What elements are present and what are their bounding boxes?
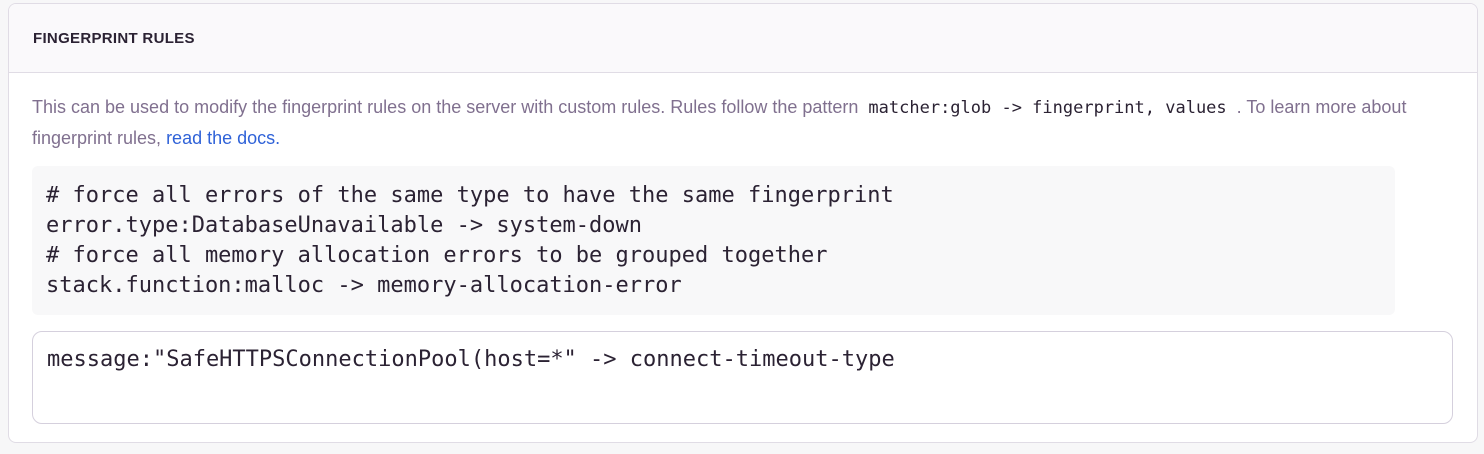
fingerprint-rules-panel: FINGERPRINT RULES This can be used to mo…	[8, 3, 1478, 443]
panel-body: This can be used to modify the fingerpri…	[9, 73, 1477, 442]
example-code-block: # force all errors of the same type to h…	[32, 166, 1395, 315]
panel-header: FINGERPRINT RULES	[9, 4, 1477, 73]
description-middle: . To learn more about fingerprint rules,	[32, 97, 1407, 148]
pattern-inline-code: matcher:glob -> fingerprint, values	[868, 98, 1227, 118]
example-code-text: # force all errors of the same type to h…	[46, 183, 894, 298]
read-the-docs-link[interactable]: read the docs.	[166, 128, 281, 148]
fingerprint-rules-description: This can be used to modify the fingerpri…	[32, 92, 1417, 153]
panel-title: FINGERPRINT RULES	[33, 29, 195, 47]
fingerprint-rules-textarea[interactable]: message:"SafeHTTPSConnectionPool(host=*"…	[32, 331, 1453, 424]
description-intro: This can be used to modify the fingerpri…	[32, 97, 859, 117]
